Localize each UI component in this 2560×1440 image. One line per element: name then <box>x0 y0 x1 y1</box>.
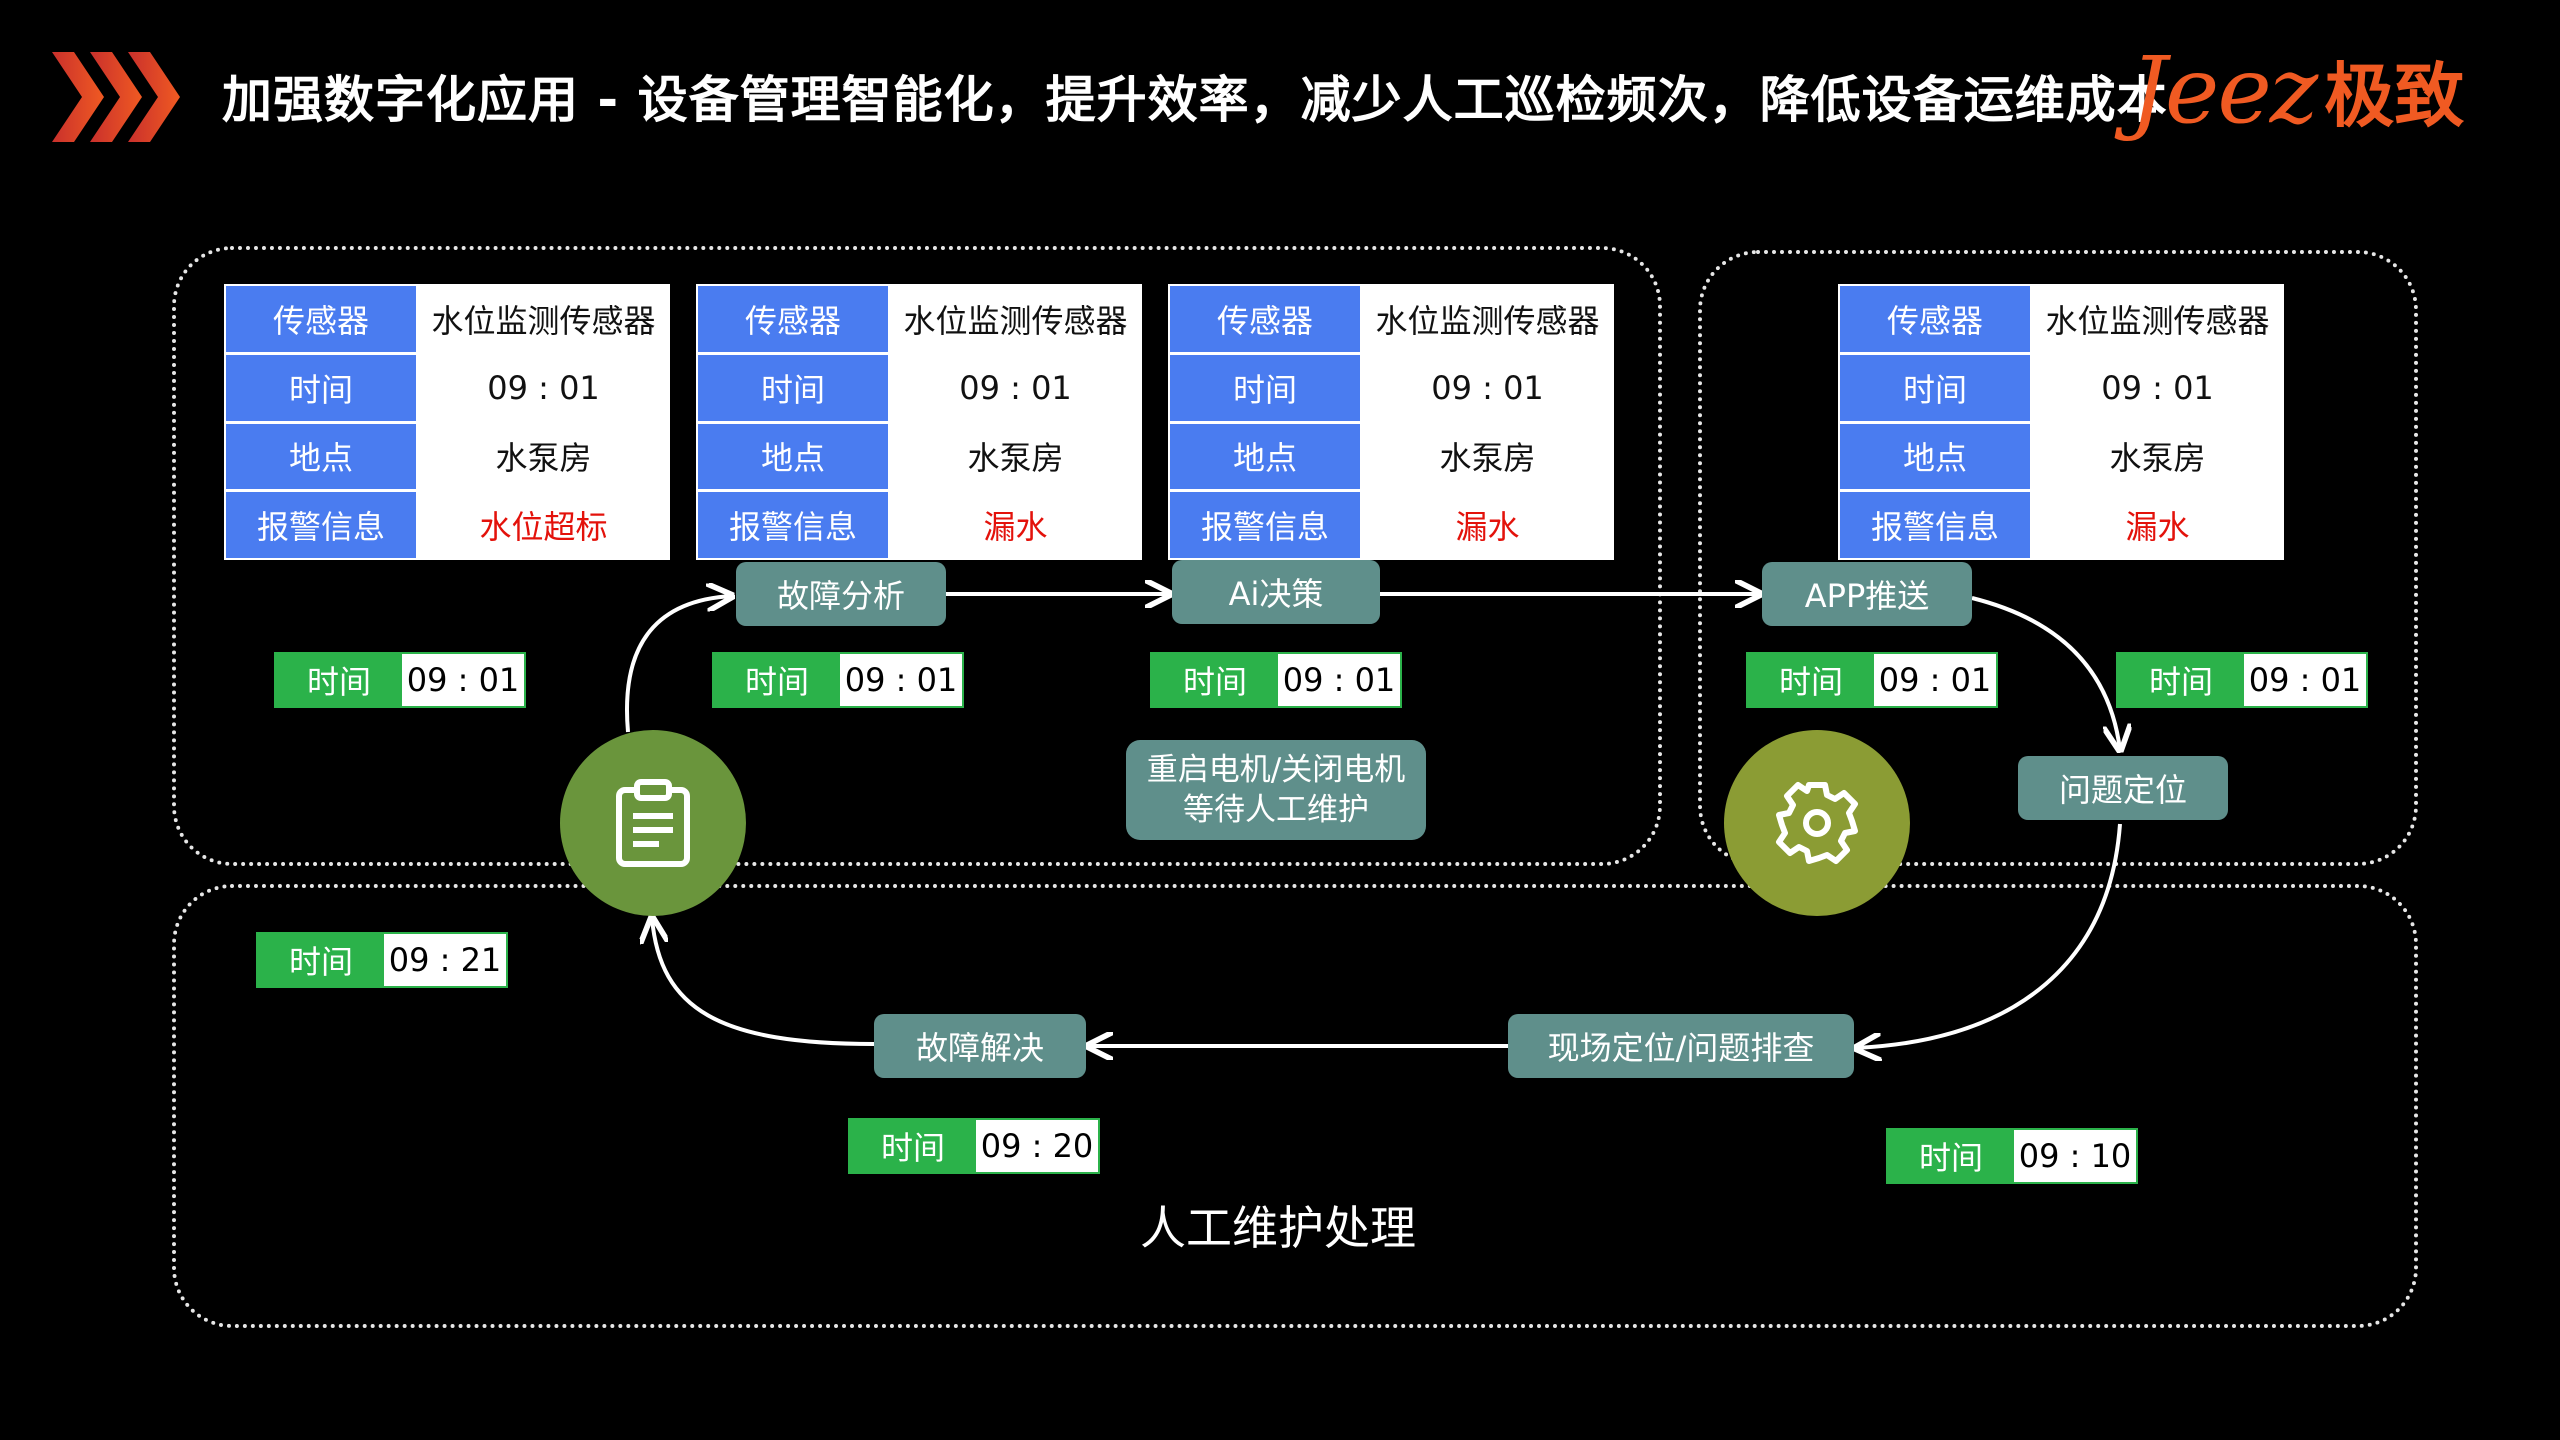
sensor-key: 传感器 <box>1170 286 1360 352</box>
time-value: 09 : 21 <box>384 934 506 986</box>
alarm-value: 漏水 <box>1363 492 1612 558</box>
page-title: 加强数字化应用 - 设备管理智能化，提升效率，减少人工巡检频次，降低设备运维成本 <box>222 71 2168 129</box>
step-fault-resolved: 故障解决 <box>874 1014 1086 1078</box>
time-badge-fault-resolved: 时间 09 : 20 <box>848 1118 1100 1174</box>
sensor-key: 地点 <box>1170 423 1360 490</box>
time-badge-complete: 时间 09 : 21 <box>256 932 508 988</box>
sensor-key: 时间 <box>1840 354 2030 421</box>
sensor-value: 09 : 01 <box>891 354 1140 421</box>
time-label: 时间 <box>2118 654 2244 706</box>
sensor-value: 水位监测传感器 <box>419 286 668 352</box>
time-label: 时间 <box>276 654 402 706</box>
sensor-table-2: 传感器 水位监测传感器 时间 09 : 01 地点 水泵房 报警信息 漏水 <box>696 284 1142 560</box>
sensor-key: 时间 <box>226 354 416 421</box>
alarm-value: 漏水 <box>891 492 1140 558</box>
step-fault-analysis: 故障分析 <box>736 562 946 626</box>
sensor-value: 09 : 01 <box>1363 354 1612 421</box>
sensor-value: 水泵房 <box>2033 423 2282 490</box>
sensor-table-3: 传感器 水位监测传感器 时间 09 : 01 地点 水泵房 报警信息 漏水 <box>1168 284 1614 560</box>
sensor-value: 水泵房 <box>1363 423 1612 490</box>
clipboard-icon <box>616 779 690 867</box>
time-value: 09 : 10 <box>2014 1130 2136 1182</box>
ai-action-note-line1: 重启电机/关闭电机 <box>1146 752 1406 788</box>
step-ai-decision: Ai决策 <box>1172 560 1380 624</box>
time-label: 时间 <box>1152 654 1278 706</box>
time-value: 09 : 01 <box>1278 654 1400 706</box>
brand-logo-latin: Jeez <box>2130 36 2318 144</box>
time-badge-ai-decision: 时间 09 : 01 <box>1150 652 1402 708</box>
time-value: 09 : 01 <box>1874 654 1996 706</box>
triple-chevron-icon <box>52 52 180 142</box>
time-badge-fault-analysis: 时间 09 : 01 <box>712 652 964 708</box>
sensor-key: 传感器 <box>698 286 888 352</box>
time-value: 09 : 01 <box>840 654 962 706</box>
arrow-to-locate-issue <box>1971 596 2120 750</box>
alarm-value: 水位超标 <box>419 492 668 558</box>
arrow-to-onsite-check <box>1856 823 2122 1048</box>
brand-logo-cjk: 极致 <box>2324 54 2465 137</box>
gear-icon <box>1776 782 1858 864</box>
time-label: 时间 <box>1888 1130 2014 1182</box>
sensor-key: 报警信息 <box>698 492 888 558</box>
step-app-push: APP推送 <box>1762 562 1972 626</box>
auto-processing-region <box>172 246 1662 866</box>
brand-logo: Jeez 极致 <box>2130 37 2465 144</box>
sensor-key: 地点 <box>698 423 888 490</box>
time-value: 09 : 20 <box>976 1120 1098 1172</box>
step-locate-issue: 问题定位 <box>2018 756 2228 820</box>
manual-maintenance-region <box>172 884 2418 1328</box>
sensor-key: 报警信息 <box>1170 492 1360 558</box>
sensor-value: 水泵房 <box>419 423 668 490</box>
time-label: 时间 <box>258 934 384 986</box>
sensor-table-1: 传感器 水位监测传感器 时间 09 : 01 地点 水泵房 报警信息 水位超标 <box>224 284 670 560</box>
time-badge-detect: 时间 09 : 01 <box>274 652 526 708</box>
arrow-to-clipboard <box>652 918 875 1046</box>
time-label: 时间 <box>714 654 840 706</box>
gear-node <box>1724 730 1910 916</box>
ai-action-note: 重启电机/关闭电机 等待人工维护 <box>1126 740 1426 840</box>
time-badge-app-push: 时间 09 : 01 <box>1746 652 1998 708</box>
sensor-key: 报警信息 <box>1840 492 2030 558</box>
sensor-key: 报警信息 <box>226 492 416 558</box>
clipboard-node <box>560 730 746 916</box>
sensor-value: 水位监测传感器 <box>891 286 1140 352</box>
sensor-key: 传感器 <box>1840 286 2030 352</box>
sensor-key: 地点 <box>1840 423 2030 490</box>
arrow-to-fault-analysis <box>625 596 732 733</box>
step-onsite-check: 现场定位/问题排查 <box>1508 1014 1854 1078</box>
time-label: 时间 <box>850 1120 976 1172</box>
notification-region <box>1698 250 2418 866</box>
ai-action-note-line2: 等待人工维护 <box>1183 792 1369 828</box>
time-value: 09 : 01 <box>402 654 524 706</box>
sensor-value: 水位监测传感器 <box>1363 286 1612 352</box>
time-badge-locate: 时间 09 : 01 <box>2116 652 2368 708</box>
sensor-key: 时间 <box>698 354 888 421</box>
sensor-table-4: 传感器 水位监测传感器 时间 09 : 01 地点 水泵房 报警信息 漏水 <box>1838 284 2284 560</box>
sensor-value: 水泵房 <box>891 423 1140 490</box>
sensor-key: 时间 <box>1170 354 1360 421</box>
time-value: 09 : 01 <box>2244 654 2366 706</box>
manual-maintenance-caption: 人工维护处理 <box>1140 1201 1416 1255</box>
time-label: 时间 <box>1748 654 1874 706</box>
sensor-key: 传感器 <box>226 286 416 352</box>
sensor-value: 水位监测传感器 <box>2033 286 2282 352</box>
time-badge-onsite-check: 时间 09 : 10 <box>1886 1128 2138 1184</box>
alarm-value: 漏水 <box>2033 492 2282 558</box>
sensor-value: 09 : 01 <box>2033 354 2282 421</box>
sensor-key: 地点 <box>226 423 416 490</box>
sensor-value: 09 : 01 <box>419 354 668 421</box>
